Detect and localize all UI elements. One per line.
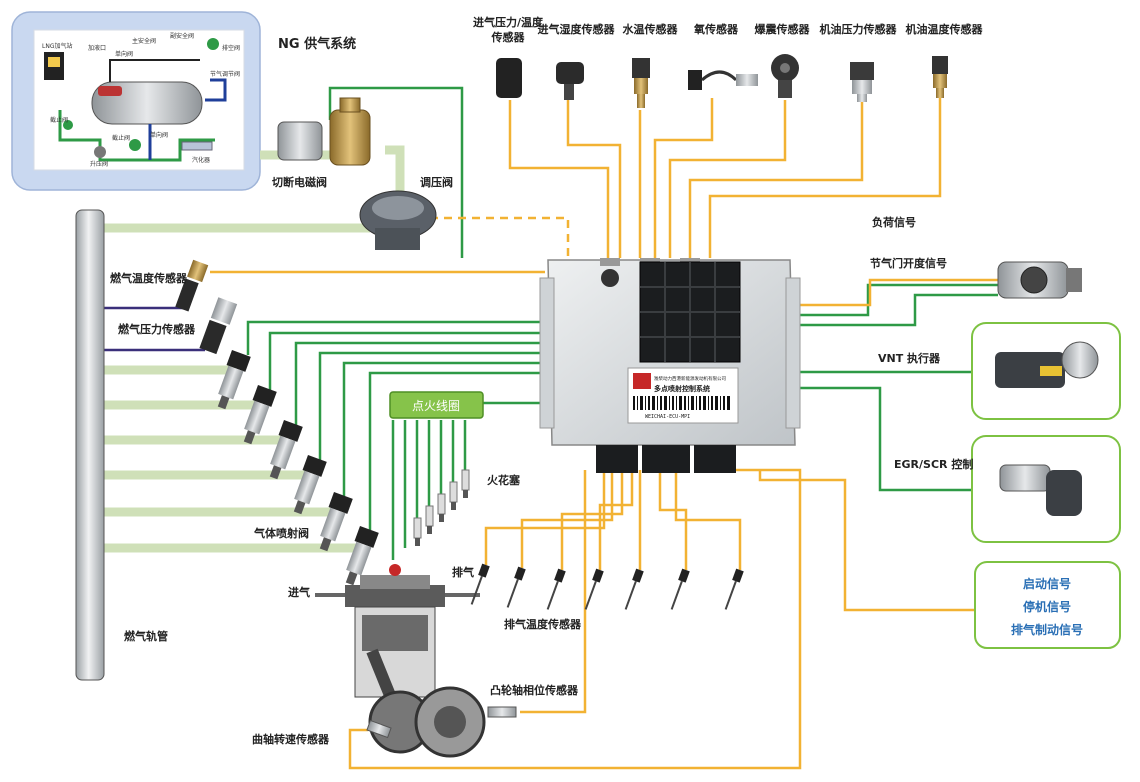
oil-pressure-sensor-icon: [850, 62, 874, 102]
signal-start: 启动信号: [1023, 576, 1071, 591]
spark-plug-icon: [449, 481, 458, 510]
regulator-dashed-line: [430, 216, 570, 258]
ng-label-shutoff-mid: 截止阀: [112, 134, 130, 142]
intake-label: 进气: [288, 585, 310, 599]
ecu-label-line2: 多点喷射控制系统: [654, 384, 710, 393]
ng-label-vaporizer: 汽化器: [192, 156, 210, 164]
ng-label-fill-port: 加液口: [88, 44, 106, 52]
gas-injector-icon: [243, 385, 277, 445]
cam-sensor-label: 凸轮轴相位传感器: [490, 683, 579, 697]
gas-injector-icon: [269, 420, 303, 480]
exhaust-temp-sensors: [470, 563, 744, 610]
fuel-rail-label: 燃气轨管: [123, 629, 168, 643]
ng-label-boost-valve: 升压阀: [90, 160, 108, 168]
throttle-body-icon: [997, 261, 1082, 299]
gas-injectors: [217, 350, 379, 586]
spark-plug-label: 火花塞: [487, 473, 521, 487]
ng-label-secondary-safety-valve: 副安全阀: [170, 32, 194, 40]
top-sensor-label-oxygen: 氧传感器: [693, 22, 739, 36]
ng-label-lng-station: LNG加气站: [42, 42, 72, 50]
ecu-barcode: [633, 396, 730, 410]
signals-box: [974, 561, 1121, 649]
spark-plug-icon: [461, 469, 470, 498]
spark-plug-icon: [413, 517, 422, 546]
exhaust-temp-sensor-icon: [546, 568, 566, 610]
gas-injector-icon: [217, 350, 251, 410]
ignition-coil-label: 点火线圈: [412, 399, 460, 413]
fuel-temp-sensor-icon: [175, 259, 209, 312]
ecu-unit: [539, 258, 801, 473]
egr-valve-icon: [999, 464, 1082, 516]
vnt-actuator-icon: [995, 341, 1099, 388]
ng-supply-panel: [11, 11, 261, 191]
pressure-regulator-icon: [359, 190, 437, 250]
exhaust-label: 排气: [452, 565, 474, 579]
top-sensor-label-intake-pt-2: 传感器: [491, 30, 526, 44]
load-signal-label: 负荷信号: [872, 215, 916, 229]
oil-temp-sensor-icon: [932, 56, 948, 98]
top-sensor-label-oil-temp: 机油温度传感器: [906, 22, 984, 36]
exhaust-temp-sensor-icon: [670, 568, 690, 610]
exhaust-temp-sensor-icon: [624, 568, 644, 610]
ng-system-title: NG 供气系统: [278, 36, 356, 52]
gas-injector-icon: [345, 526, 379, 586]
gas-injector-label: 气体喷射阀: [253, 526, 309, 540]
exhaust-temp-sensor-icon: [506, 566, 526, 608]
coolant-temp-sensor-icon: [632, 58, 650, 108]
egr-scr-label: EGR/SCR 控制: [894, 457, 973, 471]
ecu-barcode-text: WEICHAI-ECU-MPI: [645, 414, 690, 420]
signal-stop: 停机信号: [1023, 599, 1071, 614]
gas-injector-icon: [319, 492, 353, 552]
ng-label-check-valve-top: 单向阀: [115, 50, 133, 58]
crank-sensor-label: 曲轴转速传感器: [252, 732, 330, 746]
vnt-label: VNT 执行器: [878, 351, 941, 365]
ng-label-shutoff-left: 截止阀: [50, 116, 68, 124]
fuel-pressure-sensor-icon: [199, 297, 238, 355]
crank-sensor-icon: [366, 719, 392, 739]
top-sensor-label-coolant: 水温传感器: [623, 22, 679, 36]
ecu-label-line1: 潍柴动力西港新能源发动机有限公司: [654, 375, 726, 382]
spark-plug-icon: [437, 493, 446, 522]
engine-cross-section: [315, 564, 486, 758]
exhaust-temp-sensor-icon: [584, 568, 604, 610]
top-sensor-label-intake-pt-1: 进气压力/温度: [473, 15, 544, 29]
spark-plug-icon: [425, 505, 434, 534]
ng-label-economizer: 节气调节阀: [210, 70, 240, 78]
exhaust-temp-sensor-label: 排气温度传感器: [504, 617, 582, 631]
gas-injector-icon: [293, 455, 327, 515]
intake-pressure-temp-sensor-icon: [496, 58, 522, 98]
top-sensor-label-oil-pressure: 机油压力传感器: [820, 22, 898, 36]
navy-wires: [104, 306, 205, 352]
cutoff-valve-label: 切断电磁阀: [272, 175, 327, 189]
fuel-pressure-sensor-label: 燃气压力传感器: [117, 322, 196, 336]
green-wires: [246, 86, 998, 560]
signal-exhaust-brake: 排气制动信号: [1011, 622, 1083, 637]
top-sensor-label-knock: 爆震传感器: [755, 22, 811, 36]
fuel-rail: [75, 209, 105, 681]
oxygen-sensor-icon: [688, 70, 758, 90]
cutoff-solenoid-valve-icon: [277, 97, 371, 166]
regulator-label: 调压阀: [420, 175, 453, 189]
top-sensor-label-humidity: 进气湿度传感器: [538, 22, 616, 36]
top-sensors-icons: [496, 54, 948, 108]
knock-sensor-icon: [771, 54, 799, 98]
intake-humidity-sensor-icon: [556, 62, 584, 100]
exhaust-temp-sensor-icon: [724, 568, 744, 610]
throttle-signal-label: 节气门开度信号: [870, 256, 947, 270]
yellow-wires: [210, 98, 998, 770]
ng-label-main-safety-valve: 主安全阀: [132, 37, 156, 45]
ng-label-check-valve-bottom: 单向阀: [150, 131, 168, 139]
spark-plugs: [413, 469, 470, 546]
fuel-temp-sensor-label: 燃气温度传感器: [109, 271, 188, 285]
ignition-coil-box: [389, 391, 484, 419]
cam-sensor-icon: [487, 706, 517, 718]
ng-label-vent-valve: 排空阀: [222, 44, 240, 52]
exhaust-temp-sensor-icon: [470, 563, 490, 605]
